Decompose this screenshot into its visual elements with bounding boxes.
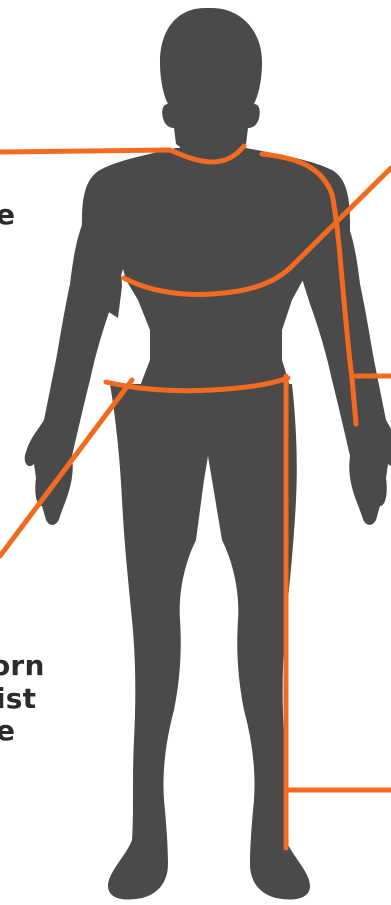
legs [108, 384, 310, 900]
lower-left-label-fragment-3: e [0, 714, 15, 747]
upper-left-label-fragment: e [0, 198, 15, 231]
lower-left-label-fragment-2: ist [0, 682, 36, 715]
lower-left-label-fragment-1: orn [0, 650, 45, 682]
left-arm [25, 206, 124, 525]
right-arm [298, 206, 391, 525]
